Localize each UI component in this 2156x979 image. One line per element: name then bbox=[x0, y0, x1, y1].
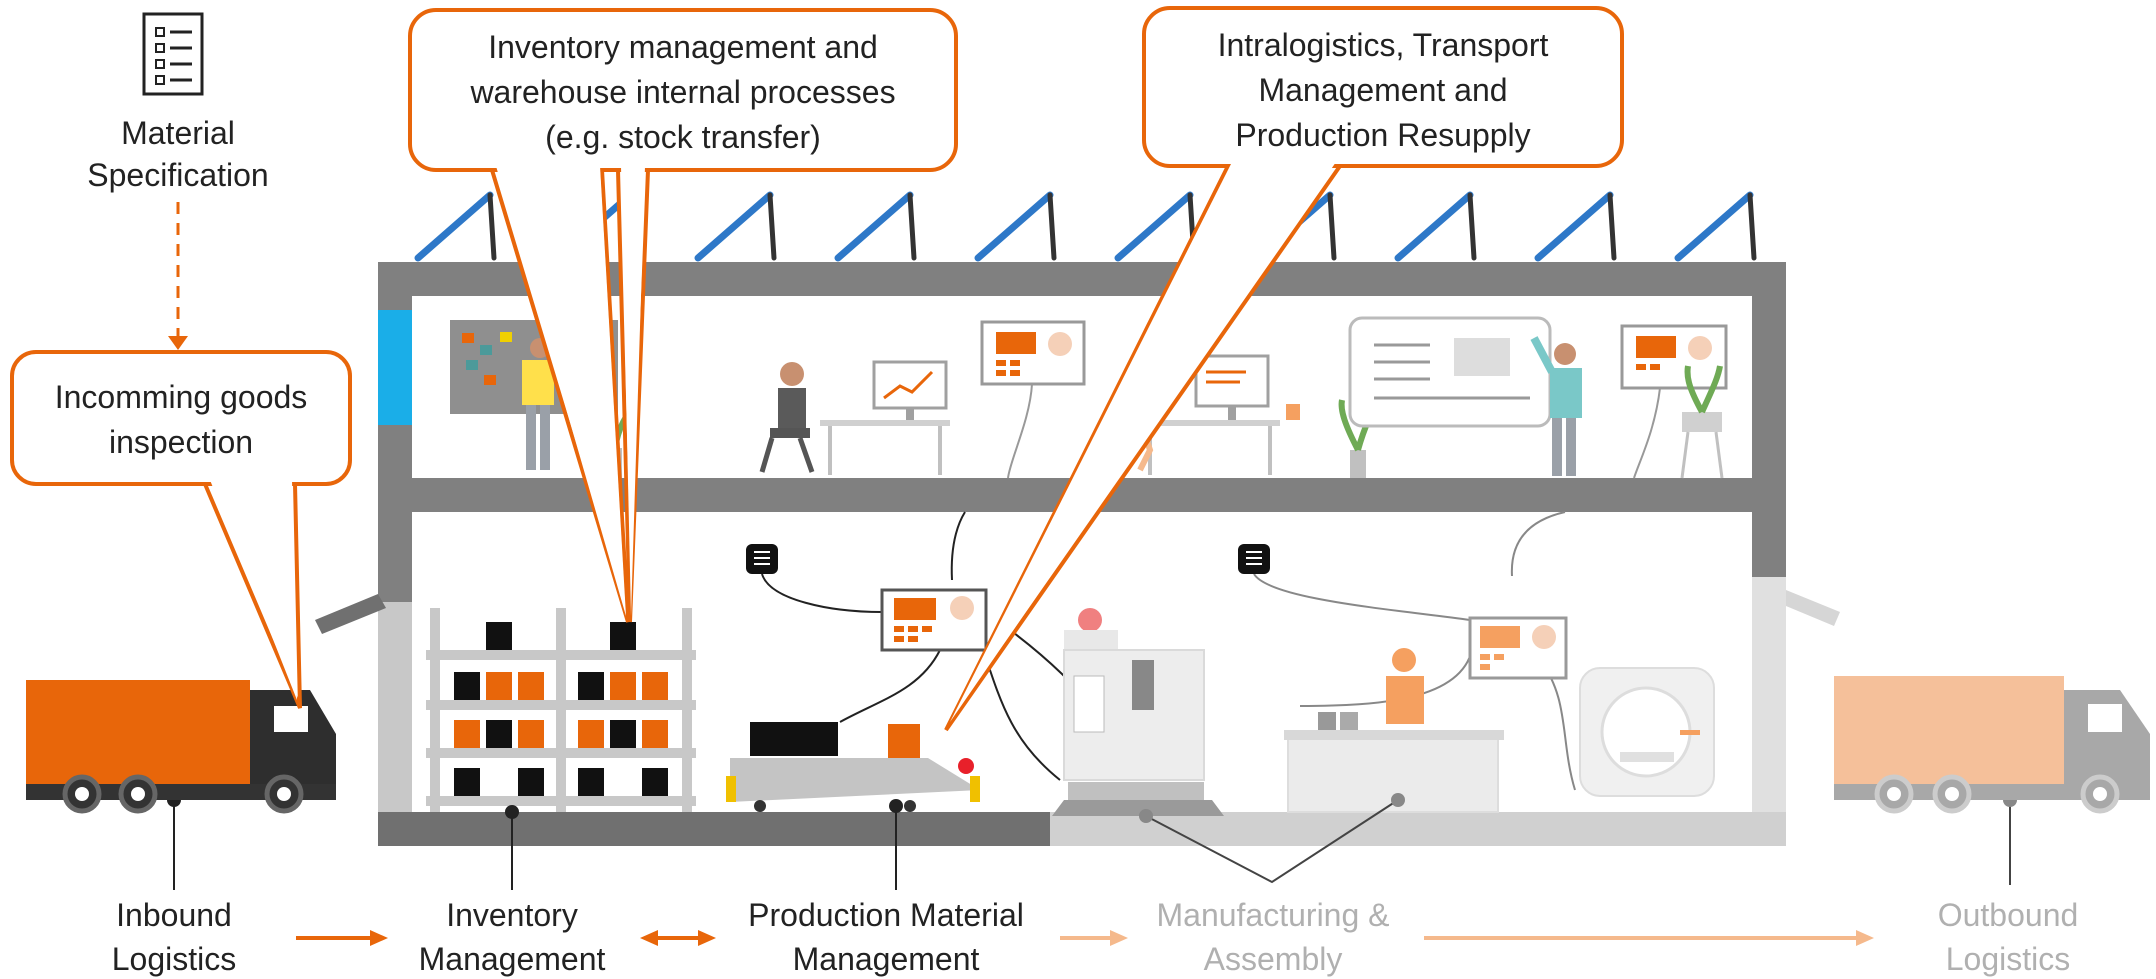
arrow-left-icon bbox=[640, 930, 658, 946]
callout-incoming-line2: inspection bbox=[109, 424, 253, 460]
arrow-right-icon bbox=[1110, 930, 1128, 946]
specification-label-line2: Specification bbox=[87, 157, 268, 193]
stage-outbound-line2: Logistics bbox=[1946, 941, 2071, 977]
stage-production-line2: Management bbox=[793, 941, 980, 977]
arrow-right-icon bbox=[1856, 930, 1874, 946]
outbound-truck bbox=[1834, 676, 2150, 814]
arrow-right-icon bbox=[370, 930, 388, 946]
inbound-truck bbox=[26, 680, 336, 814]
cnc-machine bbox=[1052, 608, 1224, 816]
stage-production-line1: Production Material bbox=[748, 897, 1024, 933]
office-scene bbox=[450, 316, 1728, 479]
callout-intralogistics-line2: Management and bbox=[1258, 72, 1507, 108]
specification-label-line1: Material bbox=[121, 115, 235, 151]
checklist-icon bbox=[142, 12, 204, 96]
scanner-machine bbox=[1579, 667, 1715, 797]
arrow-right-icon bbox=[698, 930, 716, 946]
callout-intralogistics-line1: Intralogistics, Transport bbox=[1218, 27, 1549, 63]
callout-incoming-line1: Incomming goods bbox=[55, 379, 308, 415]
callout-incoming bbox=[10, 350, 352, 709]
callout-inventory-line2: warehouse internal processes bbox=[469, 74, 895, 110]
arrow-head-icon bbox=[168, 336, 188, 350]
stage-manufacturing-line1: Manufacturing & bbox=[1156, 897, 1389, 933]
callout-intralogistics bbox=[944, 6, 1624, 732]
automated-guided-vehicle bbox=[726, 722, 980, 812]
stage-inventory-line1: Inventory bbox=[446, 897, 578, 933]
control-screen bbox=[880, 588, 1568, 680]
stage-outbound-line1: Outbound bbox=[1938, 897, 2079, 933]
stage-inbound-line2: Logistics bbox=[112, 941, 237, 977]
callout-inventory bbox=[408, 8, 958, 623]
window bbox=[378, 310, 412, 425]
flow-arrows bbox=[296, 930, 1874, 946]
stage-inbound-line1: Inbound bbox=[116, 897, 232, 933]
callout-inventory-line1: Inventory management and bbox=[488, 29, 878, 65]
document-icon bbox=[746, 544, 1270, 574]
stage-manufacturing-line2: Assembly bbox=[1204, 941, 1343, 977]
callout-inventory-line3: (e.g. stock transfer) bbox=[545, 119, 821, 155]
stage-inventory-line2: Management bbox=[419, 941, 606, 977]
callout-intralogistics-line3: Production Resupply bbox=[1235, 117, 1530, 153]
warehouse-shelf bbox=[426, 608, 696, 812]
